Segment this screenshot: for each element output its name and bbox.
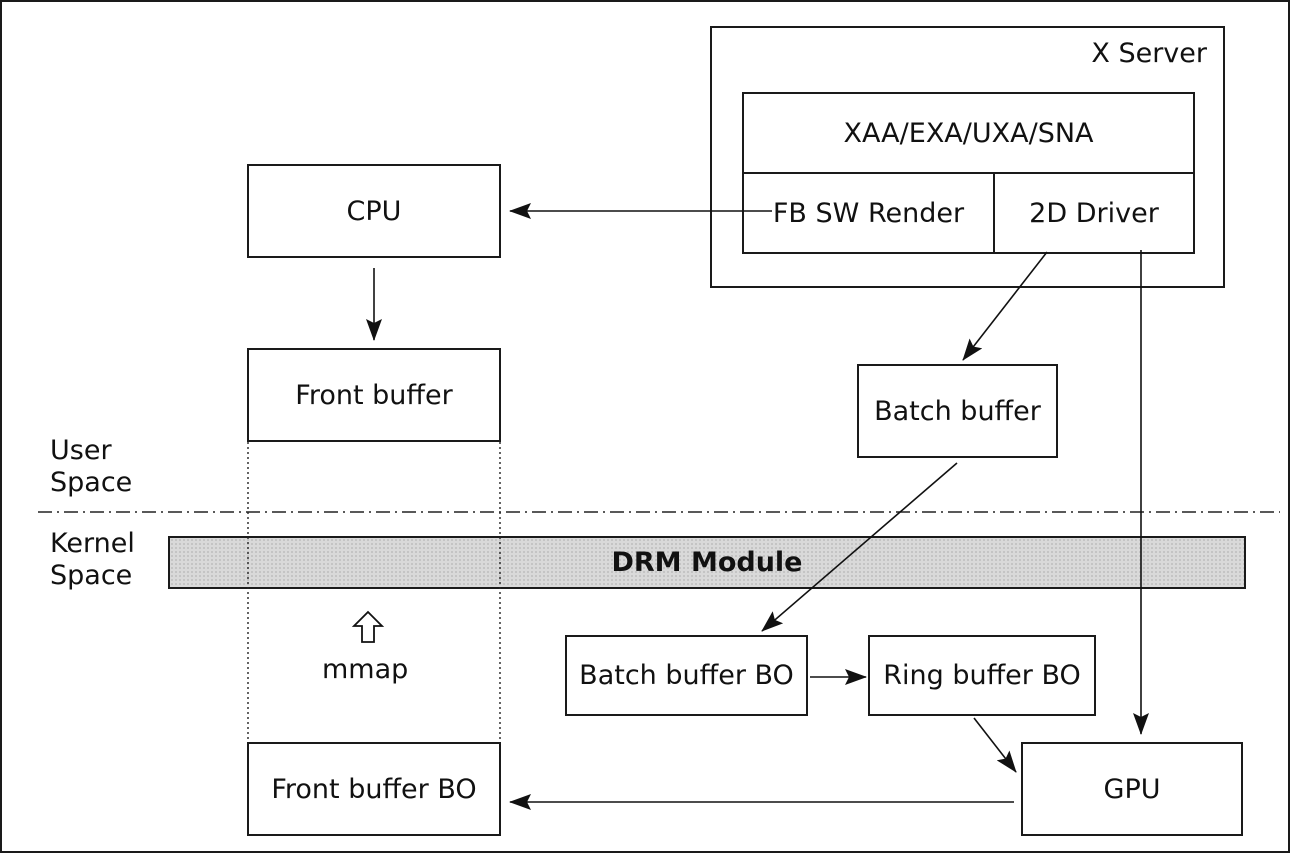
arrow-batch-buffer-to-bo: [761, 462, 958, 632]
mmap-label: mmap: [322, 654, 409, 685]
user-space-line-1: User: [50, 435, 112, 466]
front-buffer-box: Front buffer: [247, 348, 501, 442]
2d-driver-box: 2D Driver: [993, 172, 1195, 254]
cpu-box: CPU: [247, 164, 501, 258]
drm-module-band: DRM Module: [168, 536, 1246, 589]
front-buffer-bo-box: Front buffer BO: [247, 742, 501, 836]
drm-module-label: DRM Module: [611, 547, 803, 578]
batch-buffer-bo-box: Batch buffer BO: [565, 635, 808, 716]
user-space-label: User Space: [50, 435, 132, 500]
x-server-label: X Server: [1091, 38, 1207, 69]
kernel-space-line-2: Space: [50, 560, 133, 592]
batch-buffer-box: Batch buffer: [857, 364, 1058, 458]
kernel-space-label: Kernel Space: [50, 528, 135, 593]
arrow-2d-driver-to-batch-buffer: [962, 251, 1048, 361]
gpu-box: GPU: [1021, 742, 1243, 836]
user-space-line-2: Space: [50, 467, 133, 499]
fb-sw-render-box: FB SW Render: [742, 172, 995, 254]
mmap-up-arrow-icon: [351, 610, 385, 643]
kernel-space-line-1: Kernel: [50, 528, 135, 559]
arrow-ring-bo-to-gpu: [973, 717, 1017, 773]
ring-buffer-bo-box: Ring buffer BO: [868, 635, 1096, 716]
